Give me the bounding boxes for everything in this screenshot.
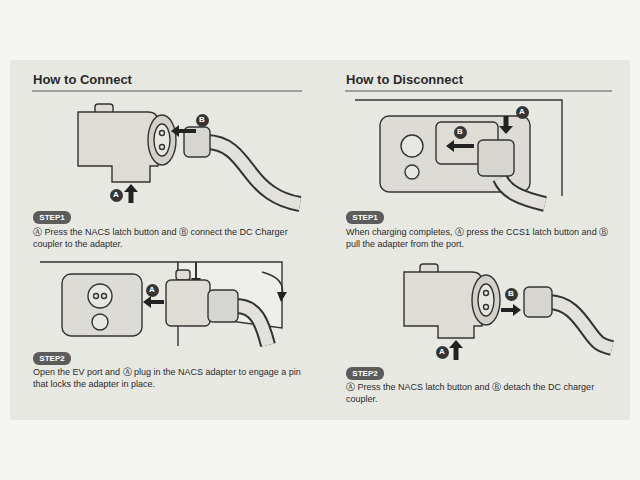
heading-rule bbox=[345, 91, 612, 92]
pin bbox=[94, 294, 99, 299]
press-arrow bbox=[499, 116, 513, 134]
step-instruction: Open the EV port and Ⓐ plug in the NACS … bbox=[33, 366, 301, 390]
callout-letter: A bbox=[516, 106, 529, 119]
step-label: STEP2 bbox=[352, 370, 377, 378]
pin bbox=[484, 291, 489, 296]
callout-letter: B bbox=[454, 126, 467, 139]
callout-letter: B bbox=[505, 288, 518, 301]
connect-step1-illustration bbox=[78, 104, 300, 204]
cable bbox=[206, 142, 300, 204]
step-badge: STEP1 bbox=[346, 211, 384, 224]
push-arrow bbox=[143, 296, 164, 308]
heading-rule bbox=[32, 91, 302, 92]
callout-letter: B bbox=[196, 114, 209, 127]
step-label: STEP1 bbox=[39, 214, 64, 222]
push-arrow bbox=[171, 125, 196, 137]
cable-outline bbox=[500, 178, 545, 204]
adapter-socket bbox=[478, 284, 494, 316]
cable bbox=[236, 306, 268, 345]
cable-outline bbox=[206, 142, 300, 204]
callout-text: B bbox=[508, 290, 514, 298]
callout-letter: A bbox=[146, 284, 159, 297]
pull-arrow bbox=[446, 140, 474, 152]
callout-text: A bbox=[439, 348, 445, 356]
charger-coupler bbox=[524, 287, 552, 317]
adapter-lug bbox=[176, 270, 190, 280]
step-label: STEP2 bbox=[39, 355, 64, 363]
callout-letter: A bbox=[110, 189, 123, 202]
adapter-face bbox=[148, 115, 176, 165]
step-label: STEP1 bbox=[352, 214, 377, 222]
step-instruction: When charging completes, Ⓐ press the CCS… bbox=[346, 226, 614, 250]
pin bbox=[160, 145, 165, 150]
adapter-face bbox=[472, 275, 500, 325]
section-heading: How to Disconnect bbox=[346, 72, 463, 87]
push-arrow bbox=[124, 184, 138, 203]
disconnect-step2-illustration bbox=[404, 264, 612, 360]
cable bbox=[548, 302, 612, 348]
card-ground bbox=[10, 60, 630, 420]
adapter-body bbox=[166, 280, 210, 326]
port-socket bbox=[401, 135, 423, 157]
adapter-socket bbox=[154, 124, 170, 156]
callout-text: A bbox=[113, 191, 119, 199]
disconnect-step1-illustration bbox=[355, 100, 562, 204]
step-instruction: Ⓐ Press the NACS latch button and Ⓑ conn… bbox=[33, 226, 301, 250]
port-socket bbox=[88, 284, 112, 308]
port-recess bbox=[62, 274, 142, 336]
pin bbox=[484, 305, 489, 310]
adapter-body bbox=[78, 112, 158, 182]
step-badge: STEP1 bbox=[33, 211, 71, 224]
callout-letter: A bbox=[436, 346, 449, 359]
arrow-head bbox=[277, 292, 287, 302]
car-body-panel bbox=[40, 262, 178, 346]
section-heading: How to Connect bbox=[33, 72, 132, 87]
port-socket bbox=[405, 165, 419, 179]
step-badge: STEP2 bbox=[33, 352, 71, 365]
pin bbox=[102, 294, 107, 299]
charger-coupler bbox=[208, 290, 238, 322]
step-badge: STEP2 bbox=[346, 367, 384, 380]
pull-arrow bbox=[501, 304, 521, 316]
charger-coupler bbox=[478, 140, 514, 176]
cable-outline bbox=[548, 302, 612, 348]
cable bbox=[500, 178, 545, 204]
connect-step2-illustration bbox=[40, 262, 287, 346]
callout-text: B bbox=[199, 116, 205, 124]
callout-text: B bbox=[457, 128, 463, 136]
callout-text: A bbox=[519, 108, 525, 116]
pin bbox=[160, 131, 165, 136]
port-socket bbox=[92, 314, 108, 330]
car-body-panel bbox=[355, 100, 562, 196]
press-arrow bbox=[449, 340, 463, 360]
adapter-body bbox=[404, 272, 482, 338]
latch-line bbox=[195, 262, 197, 280]
step-instruction: Ⓐ Press the NACS latch button and Ⓑ deta… bbox=[346, 381, 614, 405]
callout-text: A bbox=[149, 286, 155, 294]
cable-outline bbox=[236, 306, 268, 345]
